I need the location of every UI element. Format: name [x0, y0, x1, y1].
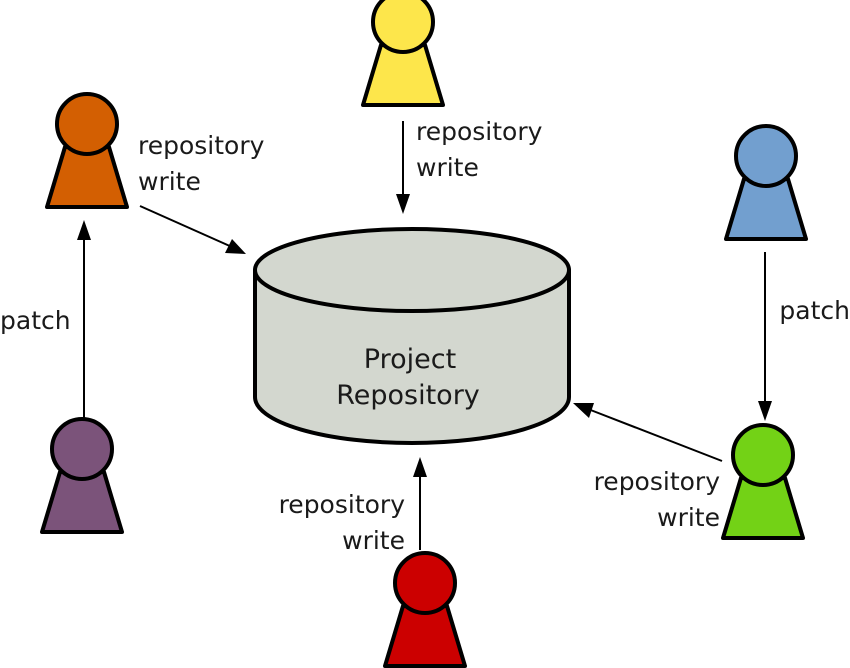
- person-icon: [721, 423, 805, 540]
- repository-label-line2: Repository: [336, 380, 480, 411]
- contributor-red: [383, 551, 467, 668]
- arrow-red-to-repository: [413, 457, 427, 550]
- person-icon: [40, 417, 124, 534]
- contributor-green: [721, 423, 805, 540]
- label-orange-line1: repository: [138, 131, 265, 160]
- project-repository: Project Repository: [253, 227, 571, 445]
- contributor-orange: [45, 92, 129, 209]
- label-yellow-line1: repository: [416, 117, 543, 146]
- repository-cylinder-body: [253, 268, 571, 445]
- label-left-patch: patch: [0, 306, 71, 335]
- arrow-yellow-to-repository: [396, 121, 410, 214]
- arrow-purple-patch-to-orange: [77, 220, 91, 420]
- label-green-repository-write: repository write: [594, 467, 721, 532]
- label-red-line2: write: [342, 526, 405, 555]
- label-yellow-line2: write: [416, 153, 479, 182]
- contributor-purple: [40, 417, 124, 534]
- arrow-orange-to-repository: [139, 205, 246, 254]
- contributor-blue: [724, 124, 808, 241]
- label-green-line2: write: [657, 503, 720, 532]
- label-red-repository-write: repository write: [279, 490, 406, 555]
- person-icon: [383, 551, 467, 668]
- person-icon: [724, 124, 808, 241]
- label-orange-line2: write: [138, 167, 201, 196]
- label-orange-repository-write: repository write: [138, 131, 265, 196]
- person-icon: [361, 0, 445, 107]
- label-green-line1: repository: [594, 467, 721, 496]
- repository-cylinder-top: [253, 227, 571, 313]
- person-icon: [45, 92, 129, 209]
- label-right-patch: patch: [779, 296, 850, 325]
- repository-label-line1: Project: [364, 344, 456, 375]
- label-yellow-repository-write: repository write: [416, 117, 543, 182]
- label-red-line1: repository: [279, 490, 406, 519]
- arrow-green-to-repository: [573, 403, 723, 462]
- arrow-blue-patch-to-green: [758, 252, 772, 421]
- contributor-yellow: [361, 0, 445, 107]
